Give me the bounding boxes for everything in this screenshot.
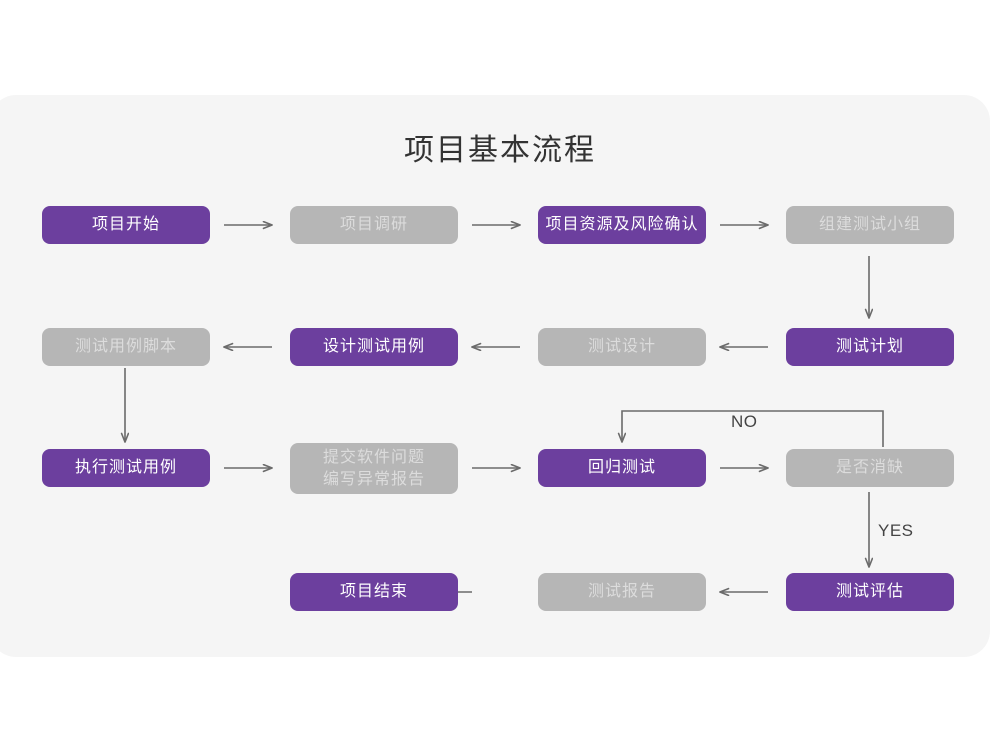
node-form-test-team[interactable]: 组建测试小组 [786,206,954,244]
node-test-report[interactable]: 测试报告 [538,573,706,611]
node-test-evaluation[interactable]: 测试评估 [786,573,954,611]
node-test-plan[interactable]: 测试计划 [786,328,954,366]
node-project-end[interactable]: 项目结束 [290,573,458,611]
node-test-case-script[interactable]: 测试用例脚本 [42,328,210,366]
node-project-research[interactable]: 项目调研 [290,206,458,244]
node-regression-test[interactable]: 回归测试 [538,449,706,487]
edge-label-yes: YES [878,521,914,540]
node-submit-defect-report[interactable]: 提交软件问题 编写异常报告 [290,443,458,494]
flowchart-card [0,95,990,657]
page-title: 项目基本流程 [404,134,596,167]
node-defect-resolved[interactable]: 是否消缺 [786,449,954,487]
node-resource-risk-confirm[interactable]: 项目资源及风险确认 [538,206,706,244]
edge-label-no: NO [731,412,758,431]
node-design-test-case[interactable]: 设计测试用例 [290,328,458,366]
node-project-start[interactable]: 项目开始 [42,206,210,244]
node-execute-test-case[interactable]: 执行测试用例 [42,449,210,487]
node-test-design[interactable]: 测试设计 [538,328,706,366]
